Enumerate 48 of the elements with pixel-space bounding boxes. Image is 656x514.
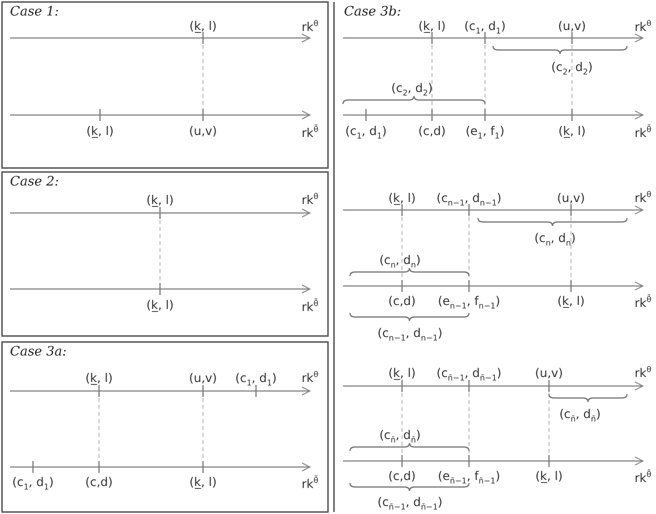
point-label: (c$_{n}$, d$_{n}$) [379, 254, 421, 266]
case-heading: Case 3b: [344, 6, 402, 18]
point-label: (c$_{2}$, d$_{2}$) [391, 82, 433, 94]
point-label: (c$_{2}$, d$_{2}$) [551, 61, 593, 73]
case-heading: Case 3a: [10, 346, 67, 358]
point-label: (c,d) [418, 125, 446, 137]
point-label: (k̲, l) [558, 125, 586, 137]
point-label: rk$^{θ}$ [634, 192, 652, 204]
point-label: (k̲, l) [189, 20, 217, 32]
point-label: rk$^{θ}$ [634, 367, 652, 379]
point-label: (k̲, l) [189, 476, 217, 488]
point-label: (c,d) [85, 476, 113, 488]
point-label: (c$_{n̄}$, d$_{n̄}$) [379, 429, 421, 441]
case-heading: Case 2: [10, 176, 59, 188]
point-label: (e$_{n̄−1}$, f$_{n̄−1}$) [438, 470, 500, 482]
point-label: rk$^{θ}$ [302, 194, 318, 206]
point-label: (c,d) [388, 470, 416, 482]
point-label: (k̲, l) [418, 20, 446, 32]
point-label: (u,v) [189, 125, 217, 137]
point-label: (c$_{1}$, d$_{1}$) [235, 372, 277, 384]
point-label: (k̲, l) [146, 299, 174, 311]
point-label: (k̲, l) [146, 194, 174, 206]
point-label: (c$_{1}$, d$_{1}$) [12, 476, 54, 488]
point-label: (c$_{n̄−1}$, d$_{n̄−1}$) [436, 367, 502, 379]
point-label: rk$^{θ}$ [634, 21, 652, 33]
point-label: (e$_{n−1}$, f$_{n−1}$) [438, 295, 500, 307]
point-label: (u,v) [558, 20, 586, 32]
point-label: (u,v) [535, 367, 563, 379]
point-label: (c$_{1}$, d$_{1}$) [464, 20, 506, 32]
point-label: (c,d) [388, 295, 416, 307]
point-label: (c$_{n̄}$, d$_{n̄}$) [559, 408, 601, 420]
point-label: rk$^{θ}$ [302, 372, 318, 384]
point-label: (c$_{n̄−1}$, d$_{n̄−1}$) [378, 496, 442, 508]
point-label: (k̲, l) [86, 125, 114, 137]
point-label: (k̲, l) [85, 372, 113, 384]
case-heading: Case 1: [10, 6, 59, 18]
point-label: (k̲, l) [388, 192, 416, 204]
point-label: (e$_{1}$, f$_{1}$) [466, 125, 504, 137]
point-label: (u,v) [189, 372, 217, 384]
point-label: (k̲, l) [535, 470, 563, 482]
point-label: (k̲, l) [388, 367, 416, 379]
point-label: (c$_{n−1}$, d$_{n−1}$) [436, 192, 502, 204]
point-label: (c$_{n}$, d$_{n}$) [534, 232, 576, 244]
point-label: (c$_{n−1}$, d$_{n−1}$) [378, 327, 442, 339]
point-label: (u,v) [557, 192, 585, 204]
point-label: (c$_{1}$, d$_{1}$) [345, 125, 387, 137]
point-label: (k̲, l) [557, 295, 585, 307]
point-label: rk$^{θ}$ [302, 21, 318, 33]
